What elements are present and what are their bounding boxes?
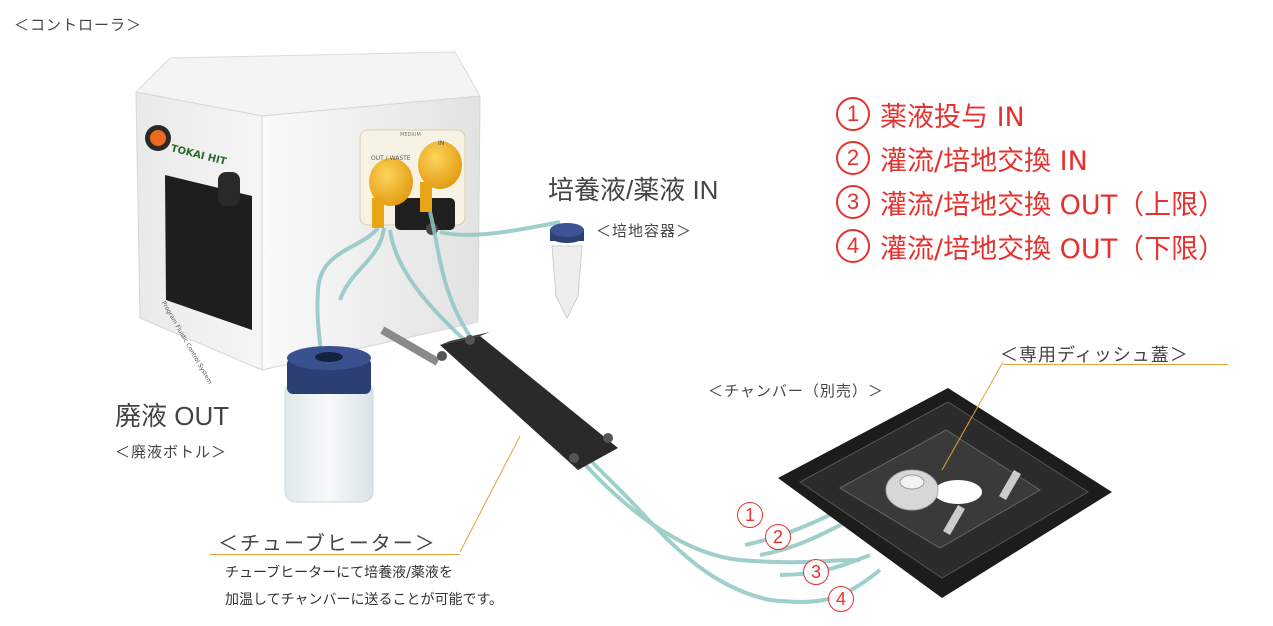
port-legend: 1 薬液投与 IN 2 灌流/培地交換 IN 3 灌流/培地交換 OUT（上限）… xyxy=(836,94,1225,266)
legend-item-2: 2 灌流/培地交換 IN xyxy=(836,138,1225,178)
tube-heater-desc-2: 加温してチャンバーに送ることが可能です。 xyxy=(225,592,504,608)
controller-knob xyxy=(218,172,240,206)
dish-lid-label: ＜専用ディッシュ蓋＞ xyxy=(1000,345,1189,366)
port-label-left: OUT / WASTE xyxy=(371,155,411,162)
waste-bottle-illustration xyxy=(284,346,374,503)
controller-screen xyxy=(165,175,252,330)
port-label-medium: MEDIUM xyxy=(400,132,421,138)
pump-left xyxy=(369,158,413,228)
leader-lines xyxy=(459,361,1004,553)
tube-callout-2: 2 xyxy=(765,524,791,550)
medium-container xyxy=(550,223,584,320)
legend-number-4: 4 xyxy=(836,229,870,263)
legend-number-1: 1 xyxy=(836,97,870,131)
legend-item-4: 4 灌流/培地交換 OUT（下限） xyxy=(836,226,1225,266)
legend-text-2: 灌流/培地交換 IN xyxy=(880,145,1088,177)
tube-heater-label: ＜チューブヒーター＞ xyxy=(218,531,437,555)
tubing xyxy=(315,211,882,604)
medium-container-label: ＜培地容器＞ xyxy=(596,222,693,240)
pump-right xyxy=(418,141,462,212)
tube-callout-1: 1 xyxy=(737,502,763,528)
legend-text-1: 薬液投与 IN xyxy=(880,101,1025,133)
tube-heater-unit xyxy=(380,326,618,470)
waste-out-label: 廃液 OUT xyxy=(115,401,230,431)
tube-heater-underline xyxy=(210,554,460,555)
tube-callout-4: 4 xyxy=(828,586,854,612)
legend-text-3: 灌流/培地交換 OUT（上限） xyxy=(880,189,1226,221)
legend-number-2: 2 xyxy=(836,141,870,175)
legend-item-3: 3 灌流/培地交換 OUT（上限） xyxy=(836,182,1225,222)
dish-lid-underline xyxy=(1003,364,1228,365)
chamber-label: ＜チャンバー（別売）＞ xyxy=(708,382,884,400)
chamber-illustration xyxy=(778,388,1112,598)
legend-number-3: 3 xyxy=(836,185,870,219)
medium-in-label: 培養液/薬液 IN xyxy=(548,175,719,205)
legend-text-4: 灌流/培地交換 OUT（下限） xyxy=(880,233,1226,265)
controller-label: ＜コントローラ＞ xyxy=(14,16,143,34)
legend-item-1: 1 薬液投与 IN xyxy=(836,94,1225,134)
tube-callout-3: 3 xyxy=(803,559,829,585)
port-label-right: IN xyxy=(438,140,445,147)
waste-bottle-label: ＜廃液ボトル＞ xyxy=(115,443,228,461)
tube-heater-desc-1: チューブヒーターにて培養液/薬液を xyxy=(225,565,453,581)
